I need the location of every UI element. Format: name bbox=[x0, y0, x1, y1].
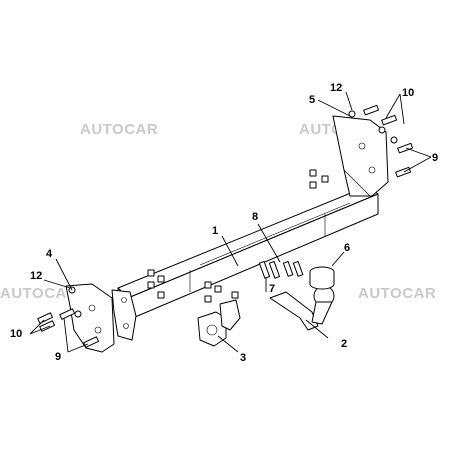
centre-bolts bbox=[258, 260, 304, 279]
socket-plate bbox=[197, 299, 241, 347]
callout-3: 3 bbox=[240, 352, 246, 364]
tow-ball-cap bbox=[309, 266, 335, 290]
callout-9-right: 9 bbox=[432, 152, 438, 164]
callout-7: 7 bbox=[269, 283, 275, 295]
beam-left-end-plate bbox=[111, 289, 137, 341]
callout-8: 8 bbox=[252, 211, 258, 223]
callout-9-left: 9 bbox=[55, 351, 61, 363]
watermark-mid-left: AUTOCAR bbox=[0, 285, 78, 302]
callout-10-left: 10 bbox=[10, 328, 22, 340]
callout-12-left: 12 bbox=[30, 270, 42, 282]
tow-ball-neck bbox=[269, 285, 335, 331]
right-mounting-bracket bbox=[332, 115, 389, 197]
watermark-mid-right: AUTOCAR bbox=[358, 285, 436, 302]
callout-1: 1 bbox=[212, 225, 218, 237]
beam-nuts bbox=[147, 169, 329, 303]
leader-lines bbox=[29, 91, 432, 353]
callout-5: 5 bbox=[309, 94, 315, 106]
left-bolts bbox=[37, 286, 100, 348]
callout-2: 2 bbox=[341, 338, 347, 350]
callout-10-right: 10 bbox=[402, 87, 414, 99]
cross-beam bbox=[117, 185, 379, 321]
callout-4: 4 bbox=[46, 248, 53, 260]
right-bolts bbox=[348, 104, 414, 178]
callout-12-right: 12 bbox=[330, 82, 342, 94]
watermark-top-left: AUTOCAR bbox=[80, 121, 158, 138]
callout-6: 6 bbox=[344, 242, 350, 254]
